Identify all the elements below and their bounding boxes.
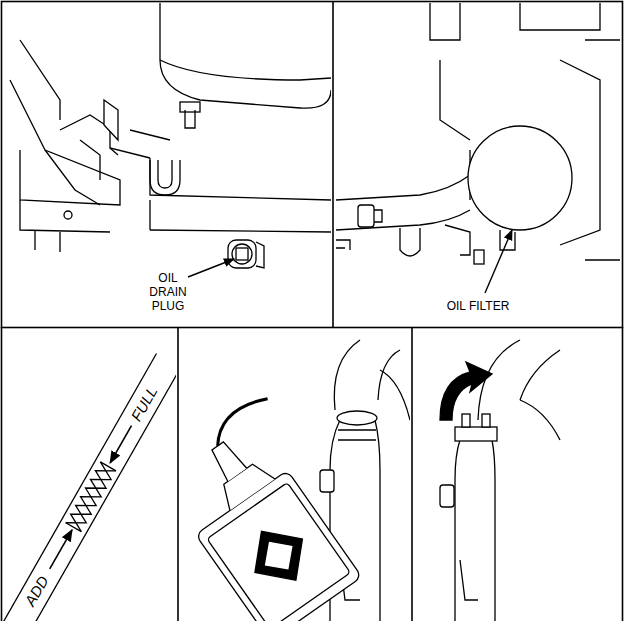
oil-bottle [196,470,362,621]
leader-arrow [188,259,234,277]
dipstick [66,523,82,532]
engine-base [10,80,120,205]
dipstick [66,462,116,532]
oil-filter-housing [336,3,620,264]
dipstick [100,462,116,471]
oil-filter-housing [474,250,484,264]
dipstick [3,353,176,621]
panel-frame [411,327,413,621]
leader-arrow [188,230,512,293]
filler-cap [462,414,470,427]
oil-bottle [337,411,377,425]
engine-base [130,130,170,140]
dipstick [50,530,72,569]
panel-frame [622,327,624,621]
filler-cap [460,560,478,600]
filler-cap [482,414,490,427]
oil-filter-housing [585,40,620,260]
oil-filter-housing [336,240,350,250]
oil-bottle [207,392,273,446]
engine-base [150,230,331,232]
oil-filter-housing [468,126,572,230]
oil-bottle [180,392,382,621]
engine-base [236,248,248,260]
part-label: OIL DRAIN PLUG [141,271,195,313]
dipstick [110,426,131,463]
engine-base [80,140,100,180]
oil-filter-housing [440,60,470,140]
engine-base [180,102,200,112]
engine-base [64,211,72,219]
engine-base [150,158,331,200]
filler-cap [455,440,495,621]
dipstick [3,353,156,621]
engine-base [35,230,60,252]
oil-filter-housing [520,3,600,30]
leader-arrow [485,230,512,293]
engine-base [185,110,195,128]
oil-filter-housing [430,3,460,40]
engine-base [160,60,331,80]
dipstick [66,462,116,532]
engine-base [10,3,331,268]
oil-filter-housing [358,205,374,227]
oil-bottle [238,515,320,597]
dipstick [3,353,176,621]
engine-base [232,244,252,264]
engine-base [20,40,60,120]
engine-base [160,3,331,108]
filler-cap [440,362,492,420]
oil-filter-housing [400,228,420,256]
engine-base [149,200,150,230]
panel-frame [177,327,179,621]
filler-cap [478,340,560,420]
panel-frame [2,2,623,328]
engine-base [45,150,100,205]
engine-base [256,242,264,268]
filler-cap [455,427,497,441]
engine-base [104,100,118,140]
oil-filter-housing [374,210,382,222]
part-label: OIL FILTER [428,299,528,313]
oil-bottle [334,340,400,410]
engine-base [228,240,256,268]
engine-base [20,200,110,232]
oil-bottle [380,370,410,420]
panel-frame [332,2,334,328]
panel-frame [1,327,3,621]
dipstick-mark: ADD [22,573,52,608]
oil-bottle [256,533,301,578]
oil-bottle [208,440,247,482]
oil-bottle [180,340,410,621]
oil-bottle [320,470,334,492]
dipstick-mark: FULL [128,384,160,424]
oil-filter-housing [336,175,470,200]
filler-cap [440,340,560,621]
oil-filter-housing [445,225,470,255]
filler-cap [440,485,454,507]
engine-base [150,160,180,195]
filler-cap [520,400,560,440]
oil-bottle [338,430,376,440]
dipstick [22,367,176,621]
engine-base [158,160,172,188]
engine-base [110,148,118,155]
